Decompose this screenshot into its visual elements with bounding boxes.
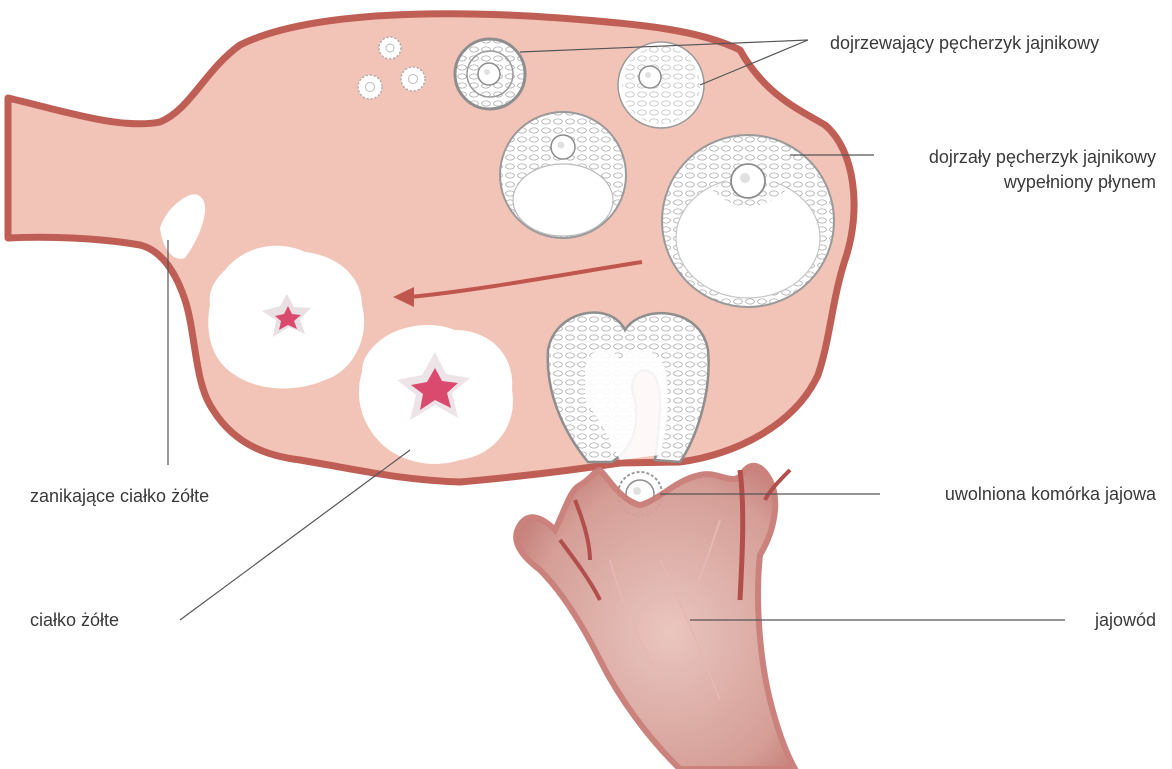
- leader-corpus: [180, 450, 410, 620]
- corpus-luteum-right: [359, 325, 513, 464]
- label-mature-follicle-line2: wypełniony płynem: [1004, 170, 1156, 194]
- label-mature-follicle-line1: dojrzały pęcherzyk jajnikowy: [929, 145, 1156, 169]
- label-maturing-follicle: dojrzewający pęcherzyk jajnikowy: [830, 31, 1099, 55]
- label-fallopian-tube: jajowód: [1095, 608, 1156, 632]
- corpus-luteum-left: [208, 246, 364, 389]
- label-released-egg: uwolniona komórka jajowa: [945, 482, 1156, 506]
- label-regressing-corpus-luteum: zanikające ciałko żółte: [30, 484, 209, 508]
- label-corpus-luteum: ciałko żółte: [30, 608, 119, 632]
- maturing-follicle-large: [618, 42, 704, 128]
- mature-follicle: [662, 135, 834, 307]
- maturing-follicle-small: [455, 39, 525, 109]
- secondary-follicle: [500, 112, 626, 238]
- fallopian-tube: [516, 466, 795, 769]
- ruptured-follicle: [548, 313, 709, 462]
